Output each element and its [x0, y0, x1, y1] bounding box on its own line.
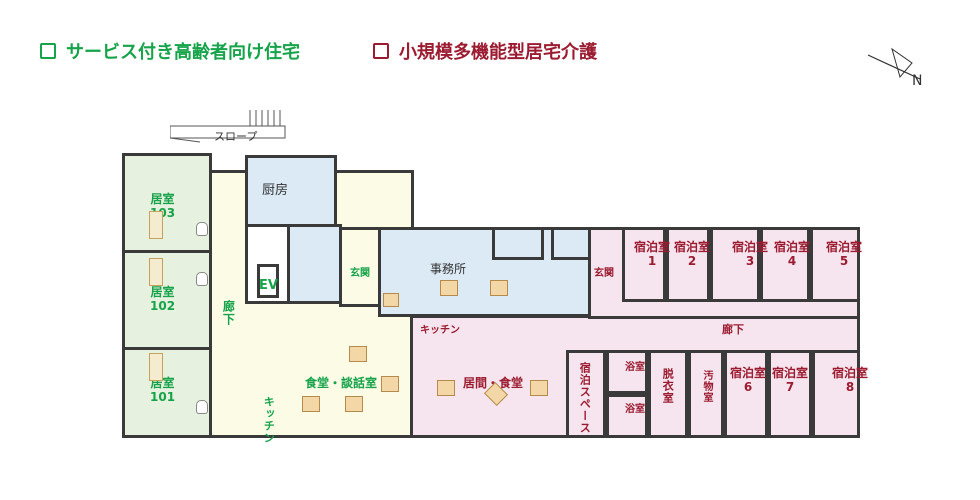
- overnight-room-4: [760, 227, 810, 302]
- office-table: [490, 280, 508, 296]
- compass-arrow-icon: [867, 47, 921, 80]
- overnight-room-2-label: 宿泊室 2: [674, 240, 711, 269]
- soiled-utility: [688, 350, 724, 438]
- overnight-room-6: [724, 350, 768, 438]
- changing-room: [648, 350, 688, 438]
- compass-north-label: N: [912, 73, 923, 89]
- compass: N: [860, 45, 940, 95]
- dining-lounge-label: 食堂・談話室: [305, 376, 378, 390]
- bathroom-1: [606, 350, 648, 394]
- overnight-room-5: [810, 227, 860, 302]
- legend-small-multi: 小規模多機能型居宅介護: [373, 38, 597, 64]
- kitchen-left-label: キッチン: [262, 396, 276, 444]
- room-102-label: 居室 102: [150, 285, 176, 314]
- bathroom-2: [606, 394, 648, 438]
- changing-room-label: 脱衣室: [661, 368, 675, 404]
- overnight-room-5-label: 宿泊室 5: [826, 240, 863, 269]
- office-label: 事務所: [430, 262, 467, 276]
- overnight-room-1: [622, 227, 666, 302]
- overnight-room-7-label: 宿泊室 7: [772, 366, 809, 395]
- toilet-icon: [196, 272, 208, 286]
- bed: [149, 258, 163, 286]
- overnight-room-7: [768, 350, 812, 438]
- kitchen-top: [245, 155, 337, 227]
- dining-table: [345, 396, 363, 412]
- toilet-icon: [196, 222, 208, 236]
- overnight-room-3-label: 宿泊室 3: [732, 240, 769, 269]
- kitchen-top-label: 厨房: [262, 183, 289, 198]
- kitchen-mid-label: キッチン: [420, 325, 460, 336]
- toilet-icon: [196, 400, 208, 414]
- office-storage-2: [551, 227, 591, 260]
- entrance-right-label: 玄関: [594, 268, 614, 279]
- legend-service-housing: サービス付き高齢者向け住宅: [40, 38, 300, 64]
- elevator: [257, 264, 279, 298]
- overnight-room-4-label: 宿泊室 4: [774, 240, 811, 269]
- office-table: [440, 280, 458, 296]
- overnight-space-label: 宿泊スペース: [578, 362, 592, 434]
- green-legend-swatch: [40, 43, 56, 59]
- red-legend-swatch: [373, 43, 389, 59]
- ev-label: EV: [259, 278, 278, 293]
- slope-label: スロープ: [214, 130, 258, 143]
- living-table: [530, 380, 548, 396]
- hallway-left-label: 廊下: [221, 300, 236, 326]
- soiled-utility-label: 汚物室: [701, 370, 712, 403]
- dining-table: [349, 346, 367, 362]
- overnight-room-3: [710, 227, 760, 302]
- overnight-room-2: [666, 227, 710, 302]
- legend-service-housing-label: サービス付き高齢者向け住宅: [66, 42, 300, 63]
- entrance-left: [339, 227, 381, 307]
- room-101: [122, 347, 212, 438]
- entrance-left-label: 玄関: [350, 268, 370, 279]
- office-desk: [383, 293, 399, 307]
- legend-small-multi-label: 小規模多機能型居宅介護: [399, 42, 597, 63]
- bathroom-1-label: 浴室: [625, 362, 645, 373]
- stairwell: [287, 224, 342, 304]
- bed: [149, 353, 163, 381]
- living-table: [437, 380, 455, 396]
- office-storage: [492, 227, 544, 260]
- dining-table: [381, 376, 399, 392]
- hallway-right-label: 廊下: [722, 323, 744, 336]
- overnight-space: [566, 350, 606, 438]
- bed: [149, 211, 163, 239]
- overnight-room-1-label: 宿泊室 1: [634, 240, 671, 269]
- bathroom-2-label: 浴室: [625, 404, 645, 415]
- slope-ramp: [170, 110, 286, 143]
- dining-table: [302, 396, 320, 412]
- overnight-room-8: [812, 350, 860, 438]
- overnight-room-6-label: 宿泊室 6: [730, 366, 767, 395]
- overnight-room-8-label: 宿泊室 8: [832, 366, 869, 395]
